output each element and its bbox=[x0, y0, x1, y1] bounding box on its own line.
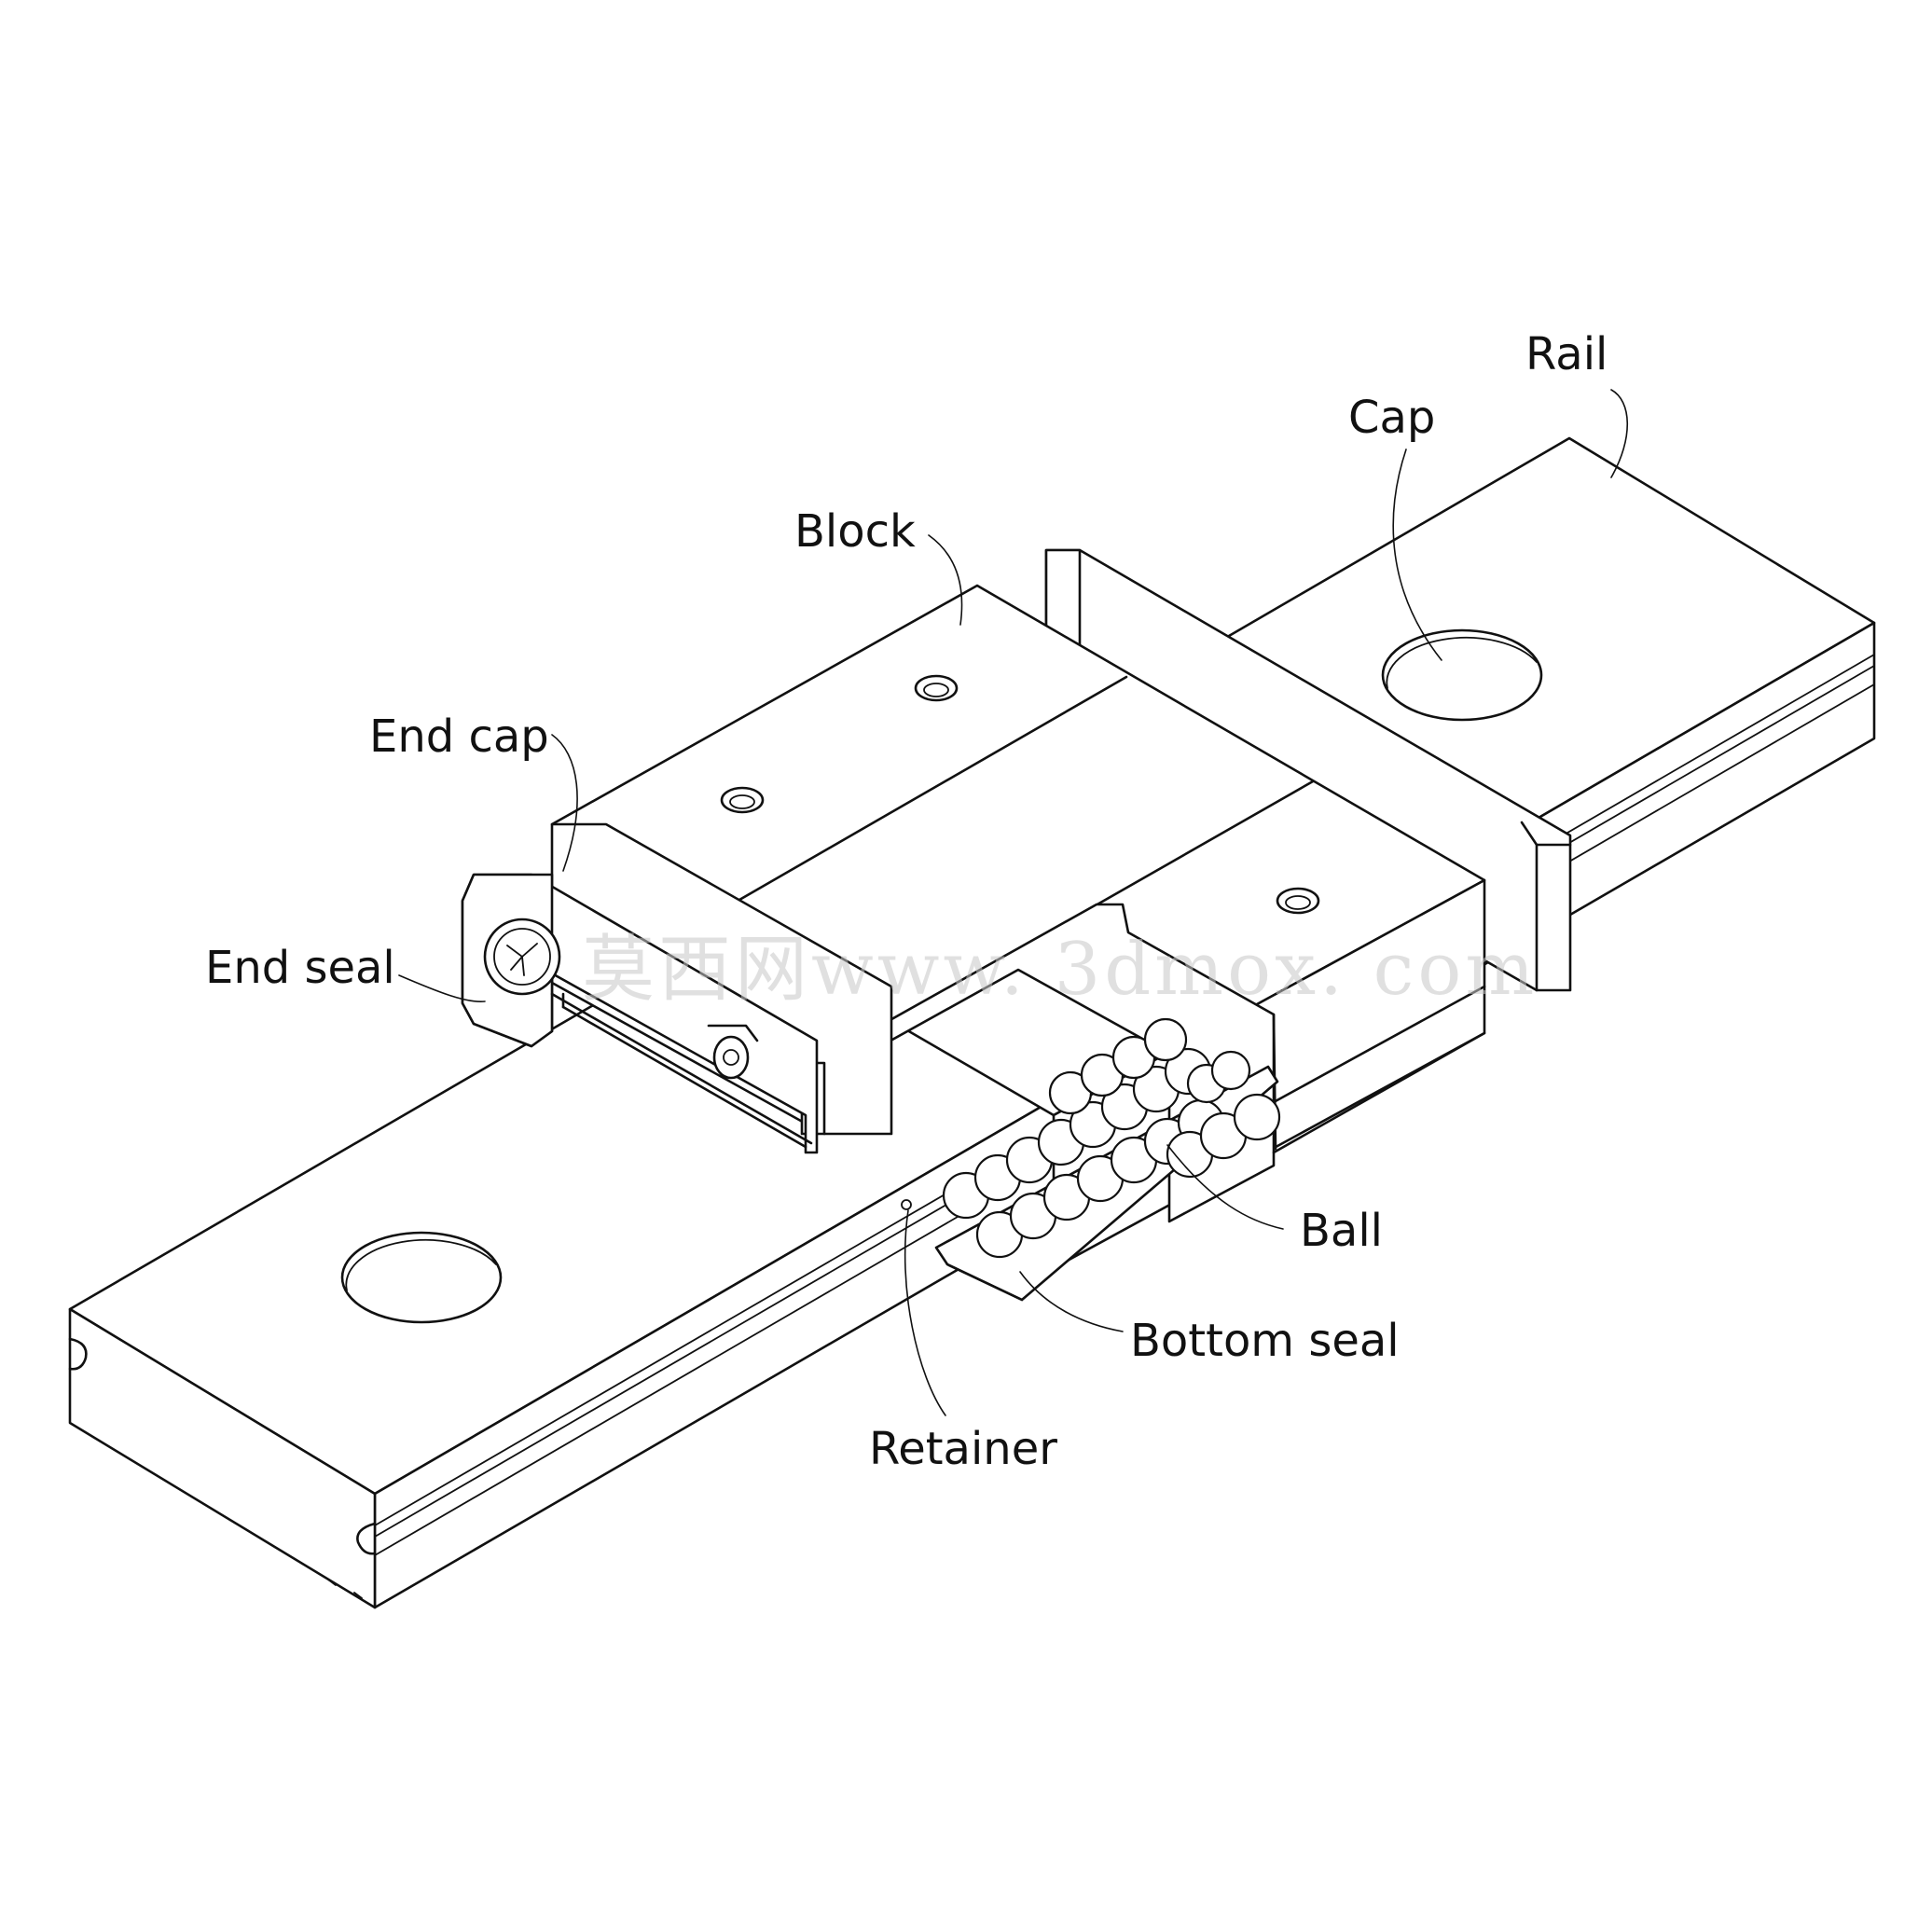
label-ball: Ball bbox=[1300, 1205, 1383, 1257]
ball-rows bbox=[942, 1017, 1281, 1259]
ball-3-3 bbox=[1143, 1017, 1188, 1062]
rail-hole-cap bbox=[1381, 628, 1543, 722]
rail-end-face bbox=[68, 1307, 377, 1609]
block-cutaway bbox=[815, 903, 1276, 1223]
label-end-seal: End seal bbox=[205, 942, 395, 994]
label-retainer: Retainer bbox=[869, 1423, 1057, 1475]
label-end-cap: End cap bbox=[369, 711, 549, 763]
rail-hole-front bbox=[340, 1231, 503, 1324]
label-bottom-seal: Bottom seal bbox=[1130, 1315, 1400, 1367]
ball-4-1 bbox=[1210, 1050, 1251, 1091]
ball-2-2 bbox=[1233, 1093, 1281, 1141]
block-hole-3 bbox=[1276, 887, 1320, 915]
block-hole-1 bbox=[914, 674, 959, 702]
leader-block bbox=[928, 534, 963, 626]
label-rail: Rail bbox=[1525, 328, 1608, 380]
leader-retainer bbox=[904, 1209, 946, 1416]
retainer-pin bbox=[901, 1199, 912, 1210]
leader-bottom-seal bbox=[1019, 1271, 1124, 1332]
watermark: 莫西网www. 3dmox. com bbox=[582, 928, 1538, 1012]
block-hole-2 bbox=[720, 786, 765, 814]
label-block: Block bbox=[794, 505, 916, 558]
leader-ball bbox=[1166, 1144, 1284, 1230]
leader-end-cap bbox=[551, 734, 578, 872]
leader-end-seal bbox=[398, 974, 486, 1002]
end-seal bbox=[461, 873, 819, 1154]
leader-cap bbox=[1392, 448, 1442, 661]
label-cap: Cap bbox=[1348, 392, 1435, 444]
leader-rail bbox=[1610, 389, 1628, 478]
